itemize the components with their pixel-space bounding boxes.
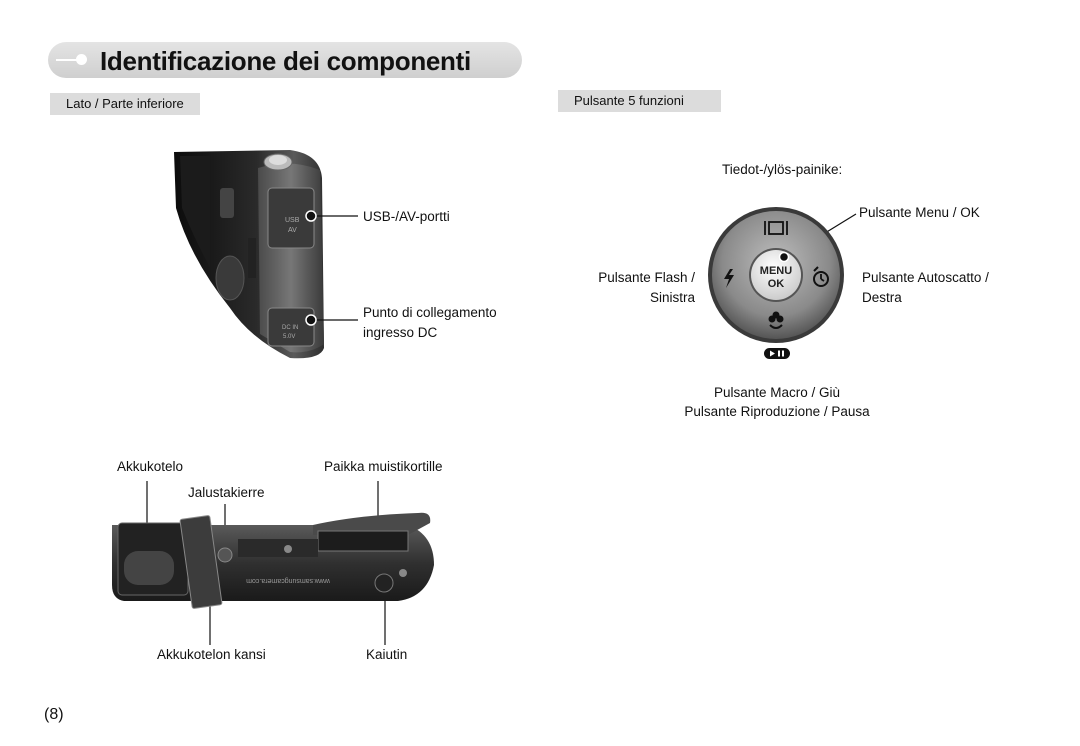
callout-timer-line2: Destra (862, 290, 902, 305)
callout-card-slot: Paikka muistikortille (324, 459, 443, 474)
callout-battery-cover: Akkukotelon kansi (157, 647, 266, 662)
callout-flash-line1: Pulsante Flash / (598, 270, 695, 285)
title-decoration-line (56, 59, 80, 61)
callout-flash-line2: Sinistra (649, 290, 695, 305)
title-decoration-dot (76, 54, 87, 65)
callout-dc-in-line1: Punto di collegamento (363, 305, 497, 320)
play-pause-icon (764, 348, 790, 359)
callout-dc-in-line2: ingresso DC (363, 325, 438, 340)
page-number: (8) (44, 706, 64, 723)
usb-print-1: USB (285, 217, 300, 224)
callout-timer-line1: Pulsante Autoscatto / (862, 270, 989, 285)
camera-bottom-view-image: www.samsungcamera.com (112, 512, 434, 609)
display-icon (764, 221, 788, 235)
callout-speaker: Kaiutin (366, 647, 408, 662)
usb-print-2: AV (288, 227, 297, 234)
macro-icon (768, 311, 784, 329)
page-title: Identificazione dei componenti (100, 46, 471, 76)
callout-usb-av: USB-/AV-portti (363, 209, 450, 224)
dc-print-2: 5.0V (283, 334, 295, 340)
ok-text: OK (768, 278, 785, 290)
flash-icon (724, 269, 734, 288)
engraving-text: www.samsungcamera.com (246, 577, 331, 584)
menu-text: MENU (760, 265, 792, 277)
five-function-dial-image: MENU OK (708, 207, 844, 359)
section-label-side-bottom: Lato / Parte inferiore (50, 93, 200, 115)
self-timer-icon (813, 266, 829, 287)
callout-tripod-socket: Jalustakierre (188, 485, 265, 500)
section-label-five-function: Pulsante 5 funzioni (558, 90, 721, 112)
callout-battery-compartment: Akkukotelo (117, 459, 184, 474)
callout-menu-ok: Pulsante Menu / OK (859, 205, 980, 220)
callout-macro: Pulsante Macro / Giù (713, 385, 841, 400)
title-bar (48, 42, 522, 78)
dc-print-1: DC IN (282, 325, 298, 331)
camera-side-view-image: USB AV DC IN 5.0V (174, 150, 324, 359)
callout-playback: Pulsante Riproduzione / Pausa (684, 404, 870, 419)
callout-up-button: Tiedot-/ylös-painike: (722, 162, 843, 177)
